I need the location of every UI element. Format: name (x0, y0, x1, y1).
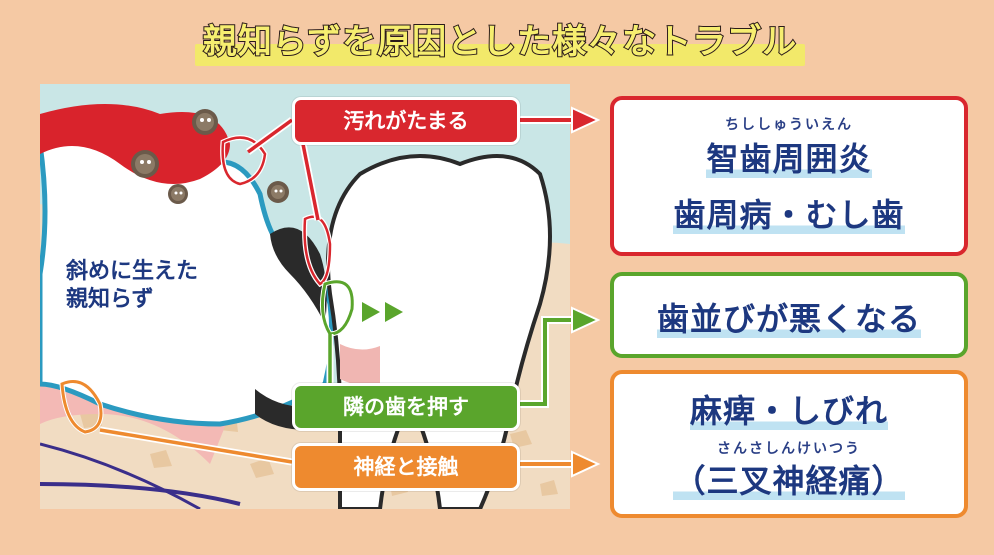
nerve-line (40, 482, 241, 506)
cause-push-label: 隣の歯を押す (292, 383, 520, 431)
nerve-line-2 (40, 442, 201, 509)
push-arrow-1 (362, 302, 380, 322)
wisdom-tooth-label: 斜めに生えた 親知らず (64, 257, 200, 314)
gum-ruby: ちししゅういえん (725, 117, 853, 133)
nerve-line1: 麻痺・しびれ (689, 392, 888, 430)
result-nerve-box: 麻痺・しびれ さんさしんけいつう （三叉神経痛） (610, 370, 968, 518)
wisdom-label-line1: 斜めに生えた (64, 257, 200, 286)
title-highlight (195, 44, 805, 66)
result-alignment-box: 歯並びが悪くなる (610, 272, 968, 358)
gum-line (340, 344, 380, 386)
gum-line1: 智歯周囲炎 (706, 140, 872, 178)
result-gum-box: ちししゅういえん 智歯周囲炎 歯周病・むし歯 (610, 96, 968, 256)
page-title: 親知らずを原因とした様々なトラブル (202, 21, 798, 63)
gum-line2: 歯周病・むし歯 (673, 196, 905, 234)
title-banner: 親知らずを原因とした様々なトラブル (195, 14, 805, 70)
wisdom-label-line2: 親知らず (64, 285, 156, 314)
alignment-line1: 歯並びが悪くなる (656, 300, 921, 338)
nerve-line2: （三叉神経痛） (673, 462, 905, 500)
cause-nerve-label: 神経と接触 (292, 443, 520, 491)
nerve-ruby: さんさしんけいつう (717, 441, 861, 457)
inflamed-gum (40, 104, 230, 184)
food-debris (270, 227, 327, 324)
push-arrow-2 (385, 302, 403, 322)
cause-dirt-label: 汚れがたまる (292, 97, 520, 145)
bacteria-cluster (131, 109, 289, 204)
